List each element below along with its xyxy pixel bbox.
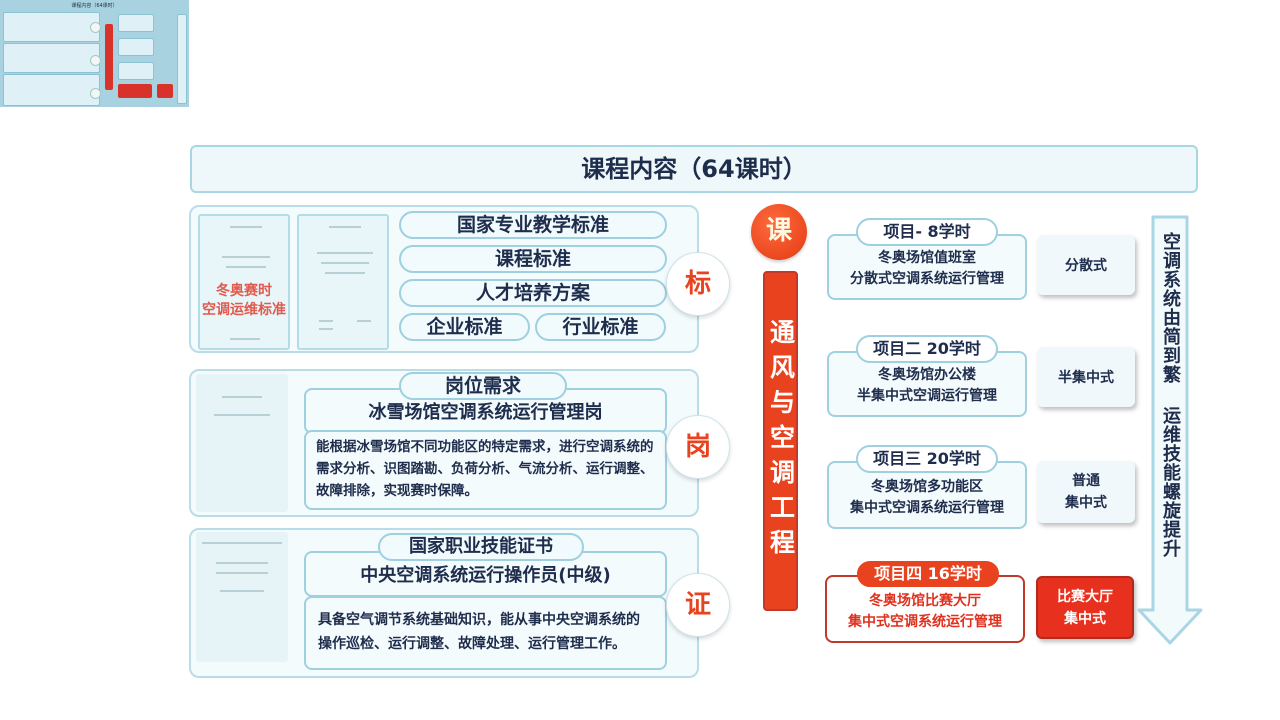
project-4-line1: 冬奥场馆比赛大厅 (869, 593, 981, 609)
thumbnail-project (118, 14, 154, 32)
certificate-tag: 国家职业技能证书 (378, 533, 584, 561)
project-4-line2: 集中式空调系统运行管理 (848, 614, 1002, 630)
certificate-document-image (196, 532, 288, 662)
badge-standard: 标 (666, 252, 730, 316)
project-2-mode: 半集中式 (1037, 347, 1135, 407)
project-4-mode-label: 比赛大厅 集中式 (1057, 588, 1113, 627)
pill-national-standard: 国家专业教学标准 (399, 211, 667, 239)
thumbnail-circle (90, 22, 101, 33)
project-3-mode-label: 普通 集中式 (1065, 473, 1107, 511)
thumbnail-project-highlight (118, 84, 152, 98)
thumbnail-arrow (177, 14, 187, 104)
project-3-mode: 普通 集中式 (1037, 461, 1135, 523)
project-1-line2: 分散式空调系统运行管理 (850, 271, 1004, 287)
job-description: 能根据冰雪场馆不同功能区的特定需求，进行空调系统的需求分析、识图踏勘、负荷分析、… (304, 430, 667, 510)
course-name-bar: 通风与空调工程 (763, 271, 798, 611)
thumbnail-project (118, 62, 154, 80)
project-2-mode-label: 半集中式 (1058, 370, 1114, 386)
project-3-line1: 冬奥场馆多功能区 (871, 479, 983, 495)
course-document-image (297, 214, 389, 350)
job-tag: 岗位需求 (399, 372, 567, 400)
project-2-line2: 半集中式空调运行管理 (857, 388, 997, 404)
badge-course: 课 (751, 204, 807, 260)
thumbnail-circle (90, 55, 101, 66)
thumbnail-block (3, 74, 100, 106)
thumbnail-course-bar (105, 24, 113, 90)
project-4-tag: 项目四 16学时 (857, 561, 999, 587)
project-1-line1: 冬奥场馆值班室 (878, 250, 976, 266)
thumbnail-block (3, 12, 100, 42)
project-2-line1: 冬奥场馆办公楼 (878, 367, 976, 383)
job-document-image (196, 374, 288, 512)
thumbnail-circle (90, 88, 101, 99)
project-1-mode-label: 分散式 (1065, 258, 1107, 274)
project-3-box: 冬奥场馆多功能区 集中式空调系统运行管理 (827, 461, 1027, 529)
pill-training-plan: 人才培养方案 (399, 279, 667, 307)
thumbnail-project (118, 38, 154, 56)
thumbnail-mode-highlight (157, 84, 173, 98)
project-1-tag: 项目- 8学时 (856, 218, 998, 246)
badge-certificate: 证 (666, 573, 730, 637)
progression-arrow-icon (1137, 215, 1203, 645)
project-1-mode: 分散式 (1037, 235, 1135, 295)
thumbnail-title: 课程内容（64课时） (71, 3, 118, 9)
standard-document-title: 冬奥赛时 空调运维标准 (202, 283, 286, 318)
thumbnail-block (3, 43, 100, 73)
project-2-tag: 项目二 20学时 (856, 335, 998, 363)
slide-thumbnail: 课程内容（64课时） (0, 0, 189, 107)
project-3-tag: 项目三 20学时 (856, 445, 998, 473)
pill-course-standard: 课程标准 (399, 245, 667, 273)
badge-job: 岗 (666, 415, 730, 479)
project-3-line2: 集中式空调系统运行管理 (850, 500, 1004, 516)
progression-text: 空调系统由简到繁 运维技能螺旋提升 (1160, 232, 1181, 558)
pill-enterprise-standard: 企业标准 (399, 313, 530, 341)
standard-document-image: 冬奥赛时 空调运维标准 (198, 214, 290, 350)
project-4-mode: 比赛大厅 集中式 (1036, 576, 1134, 639)
pill-industry-standard: 行业标准 (535, 313, 666, 341)
certificate-description: 具备空气调节系统基础知识，能从事中央空调系统的操作巡检、运行调整、故障处理、运行… (304, 596, 667, 670)
page-title: 课程内容（64课时） (190, 145, 1198, 193)
project-2-box: 冬奥场馆办公楼 半集中式空调运行管理 (827, 351, 1027, 417)
